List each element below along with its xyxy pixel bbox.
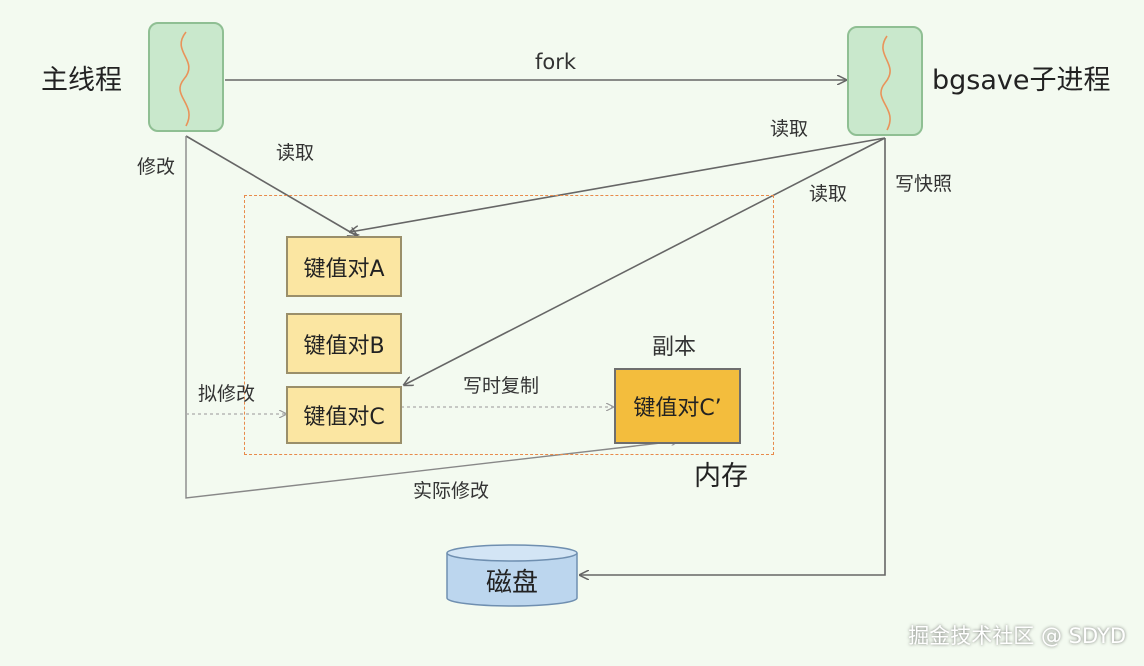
intend-modify-label: 拟修改	[198, 383, 256, 405]
main-read-arrow	[185, 135, 357, 236]
thread-wave-icon	[179, 31, 190, 127]
child-read-c-arrow	[404, 137, 886, 385]
watermark: 掘金技术社区 @ SDYD	[908, 624, 1126, 648]
kv-b-block: 键值对B	[286, 313, 402, 374]
disk-cylinder: 磁盘	[446, 544, 578, 608]
child-process-block	[847, 26, 923, 136]
disk-label: 磁盘	[485, 568, 538, 598]
kv-a-block: 键值对A	[286, 236, 402, 297]
main-read-label: 读取	[276, 142, 315, 164]
write-snapshot-label: 写快照	[895, 173, 953, 195]
process-wave-icon	[880, 35, 891, 131]
child-read-mid-label: 读取	[809, 183, 848, 205]
child-process-label: bgsave子进程	[932, 65, 1111, 96]
write-snapshot-arrow	[580, 138, 886, 575]
main-thread-block	[148, 22, 224, 132]
memory-region	[244, 195, 774, 455]
memory-label: 内存	[694, 461, 748, 492]
cow-label: 写时复制	[463, 375, 540, 397]
disk-icon	[446, 544, 578, 607]
modify-label: 修改	[137, 156, 176, 178]
main-thread-label: 主线程	[41, 65, 122, 96]
actual-modify-label: 实际修改	[413, 480, 490, 502]
fork-label: fork	[535, 50, 577, 74]
copy-title: 副本	[652, 335, 697, 360]
actual-modify-arrow	[185, 136, 678, 499]
kv-c-block: 键值对C	[286, 386, 402, 444]
child-read-a-arrow	[350, 137, 886, 232]
child-read-top-label: 读取	[770, 118, 809, 140]
kv-c-copy-block: 键值对C’	[614, 368, 741, 444]
